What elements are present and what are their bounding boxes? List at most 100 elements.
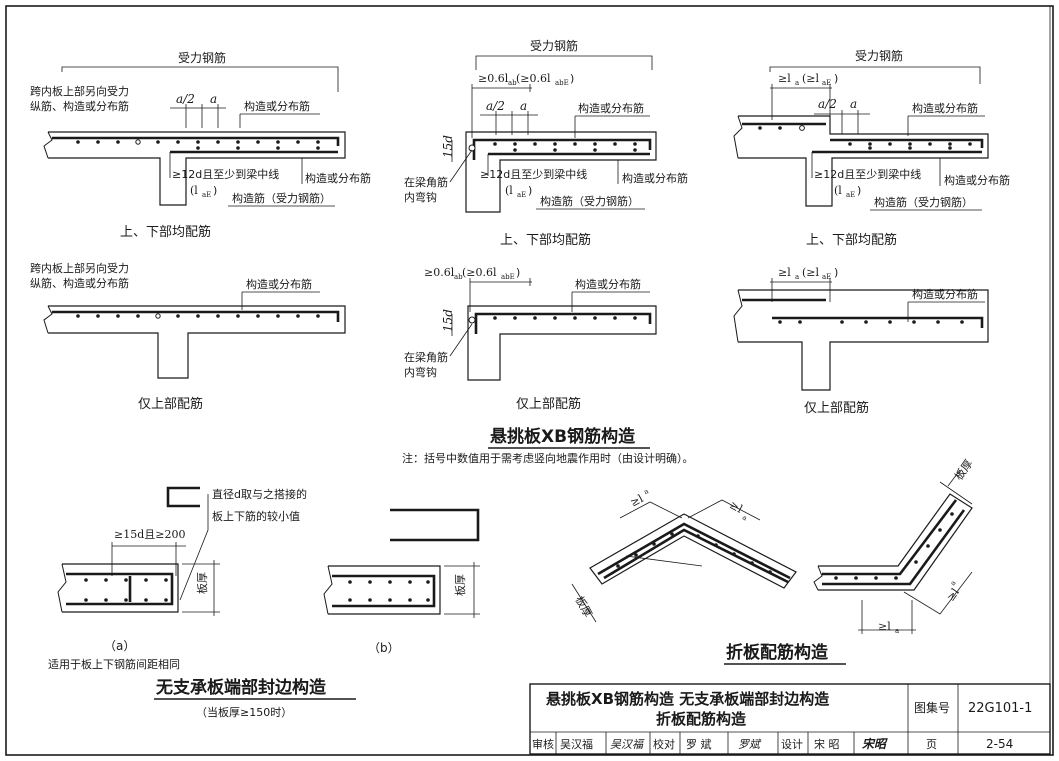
span-bar-note-2: 纵筋、构造或分布筋 — [30, 99, 129, 113]
dist-bar-top-label: 构造或分布筋 — [912, 287, 978, 301]
lap-len-paren: (≥0.6l — [462, 266, 497, 279]
rebar-dots — [84, 578, 168, 602]
span-bar-note-1: 跨内板上部另向受力 — [30, 84, 129, 98]
review-label: 审核 — [532, 737, 554, 751]
la-close: ) — [834, 72, 838, 85]
span-bar-note-2: 纵筋、构造或分布筋 — [30, 276, 129, 290]
caption-right-top: 上、下部均配筋 — [806, 232, 897, 248]
la-1-sub: a — [643, 487, 650, 496]
la-paren: (≥l — [802, 72, 820, 85]
anchor-label: ≥12d且至少到梁中线 — [480, 167, 587, 181]
la-paren: (≥l — [802, 266, 820, 279]
design-signature: 宋昭 — [862, 737, 888, 751]
corner-note-1: 在梁角筋 — [404, 175, 448, 189]
note-a: 适用于板上下钢筋间距相同 — [48, 657, 180, 671]
anchor-label: ≥12d且至少到梁中线 — [814, 167, 921, 181]
dist-bar-top-label: 构造或分布筋 — [244, 99, 310, 113]
sheet-border — [5, 5, 1054, 756]
rebar-dots — [778, 320, 964, 324]
a-half-label: a/2 — [818, 97, 837, 111]
la-1-label: ≥l — [628, 492, 646, 510]
lap-len-paren-sub: abE — [555, 79, 569, 87]
label-a: （a） — [104, 639, 135, 653]
la-3-sub: a — [949, 579, 958, 587]
dia-note-2: 板上下筋的较小值 — [212, 509, 300, 523]
title-line-1: 悬挑板XB钢筋构造 无支承板端部封边构造 — [546, 690, 829, 708]
folded-title: 折板配筋构造 — [726, 642, 829, 663]
lap-len-label: ≥0.6l — [478, 72, 509, 85]
hook-15d-label: 15d — [441, 135, 455, 158]
corner-note-1: 在梁角筋 — [404, 350, 448, 364]
lap-len-label: ≥0.6l — [424, 266, 455, 279]
a-label: a — [850, 97, 857, 111]
a-half-label: a/2 — [486, 99, 505, 113]
corner-note-2: 内弯钩 — [404, 365, 437, 379]
caption-middle-top: 上、下部均配筋 — [500, 232, 591, 248]
dist-bar-top-label: 构造或分布筋 — [246, 277, 312, 291]
corner-note-2: 内弯钩 — [404, 190, 437, 204]
lap-len-sub: ab — [454, 273, 463, 281]
dim-15d-label: ≥15d且≥200 — [114, 528, 185, 541]
rebar-dots — [348, 580, 430, 602]
dist-bar-top-label: 构造或分布筋 — [912, 101, 978, 115]
folded-plate-left: ≥l a ≥l a 板厚 — [571, 487, 797, 623]
cantilever-right-top: 受力钢筋 ≥l a (≥l aE ) a/2 a 构造或分布筋 — [733, 48, 1010, 248]
anchor-sub-label: (l — [505, 184, 513, 197]
anchor-sub-label: (l — [834, 184, 842, 197]
la-4-sub: a — [895, 627, 899, 635]
main-bar-label: 受力钢筋 — [530, 38, 578, 53]
check-label: 校对 — [653, 737, 675, 751]
rebar-dots — [493, 316, 637, 320]
la-sub: a — [795, 273, 799, 281]
edge-subtitle: （当板厚≥150时） — [196, 705, 292, 719]
a-label: a — [520, 99, 527, 113]
caption-right-bottom: 仅上部配筋 — [804, 400, 869, 416]
edge-closure-a: 直径d取与之搭接的 板上下筋的较小值 ≥15d且≥200 板厚 （a） 适用于板… — [48, 486, 307, 671]
caption-left-bottom: 仅上部配筋 — [138, 396, 203, 412]
anchor-sub-suffix: aE — [846, 191, 855, 199]
cantilever-left-top: 受力钢筋 跨内板上部另向受力 纵筋、构造或分布筋 a/2 a 构造或分布筋 — [30, 50, 371, 240]
la-close: ) — [834, 266, 838, 279]
edge-closure-b: 板厚 （b） — [323, 508, 480, 655]
dia-note-1: 直径d取与之搭接的 — [212, 487, 307, 501]
anchor-label: ≥12d且至少到梁中线 — [172, 167, 279, 181]
check-signature: 罗斌 — [738, 738, 762, 751]
main-bar-label: 受力钢筋 — [178, 50, 226, 65]
anchor-close-paren: ) — [857, 184, 861, 197]
main-bar-label: 受力钢筋 — [855, 48, 903, 63]
cantilever-right-bottom: ≥l a (≥l aE ) 构造或分布筋 仅上部配筋 — [733, 266, 989, 416]
anchor-close-paren: ) — [213, 184, 217, 197]
bottom-bar-label: 构造筋（受力钢筋） — [232, 191, 331, 205]
thickness-label: 板厚 — [195, 572, 209, 594]
design-label: 设计 — [781, 738, 803, 751]
a-label: a — [210, 92, 217, 106]
title-block: 悬挑板XB钢筋构造 无支承板端部封边构造 折板配筋构造 图集号 22G101-1… — [529, 683, 1051, 755]
review-name: 吴汉福 — [560, 737, 593, 751]
label-b: （b） — [368, 641, 400, 655]
rebar-dots — [76, 139, 320, 150]
bottom-bar-label: 构造筋（受力钢筋） — [874, 195, 973, 209]
cantilever-middle-top: 受力钢筋 ≥0.6l ab (≥0.6l abE ) a/2 a 构造或分布筋 … — [404, 38, 688, 248]
anchor-sub-suffix: aE — [517, 191, 526, 199]
design-name: 宋 昭 — [814, 737, 840, 751]
a-half-label: a/2 — [176, 92, 195, 106]
title-line-2: 折板配筋构造 — [656, 710, 746, 728]
thickness-2-label: 板厚 — [951, 457, 975, 483]
dist-bar-bottom-label: 构造或分布筋 — [305, 171, 371, 185]
dist-bar-bottom-label: 构造或分布筋 — [944, 173, 1010, 187]
atlas-label: 图集号 — [914, 700, 950, 715]
la-sub: a — [795, 79, 799, 87]
rebar-dots — [758, 126, 972, 150]
dist-bar-top-label: 构造或分布筋 — [578, 101, 644, 115]
caption-left-top: 上、下部均配筋 — [120, 224, 211, 240]
bottom-bar-label: 构造筋（受力钢筋） — [540, 194, 639, 208]
anchor-close-paren: ) — [528, 184, 532, 197]
edge-title: 无支承板端部封边构造 — [155, 677, 327, 698]
rebar-dots — [616, 532, 772, 574]
la-2-sub: a — [741, 513, 748, 522]
la-2-label: ≥l — [727, 498, 745, 516]
cantilever-left-bottom: 跨内板上部另向受力 纵筋、构造或分布筋 构造或分布筋 仅上部配筋 — [30, 261, 346, 412]
check-name: 罗 斌 — [686, 738, 712, 751]
anchor-sub-label: (l — [190, 184, 198, 197]
